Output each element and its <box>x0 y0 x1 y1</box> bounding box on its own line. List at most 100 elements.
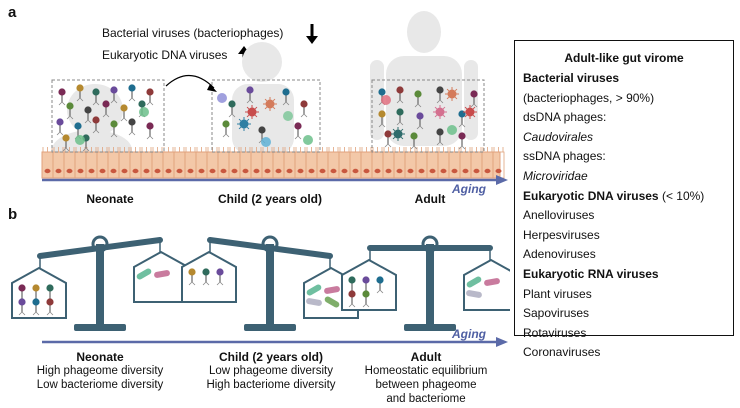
virus-particle-icon <box>303 135 313 145</box>
eukaryotic-virus-icon <box>445 87 459 101</box>
stage-desc-line: and bacteriome <box>386 393 466 405</box>
eukaryotic-virus-icon <box>433 105 447 119</box>
aging-label-b: Aging <box>452 327 486 341</box>
bacterium-icon <box>306 284 322 296</box>
bacteriome-pan <box>133 240 189 303</box>
bacteriophage-icon <box>66 102 74 120</box>
bacteriophage-icon <box>188 268 196 286</box>
bacteriophage-icon <box>216 268 224 286</box>
panel-a-illustration <box>41 11 508 185</box>
stage-label-adult-a: Adult <box>414 192 446 206</box>
aging-label-a: Aging <box>452 182 486 196</box>
balance-scale-icon <box>11 235 189 331</box>
balance-scale-icon <box>181 235 359 331</box>
virome-list-item: Bacterial viruses <box>523 71 620 85</box>
stage-block-adult-b: Adult Homeostatic equilibrium between ph… <box>356 350 496 406</box>
bacteriophage-icon <box>362 290 370 308</box>
virome-list-item: Eukaryotic DNA viruses (< 10%) <box>523 188 705 203</box>
adult-virome-summary-box: Adult-like gut virome Bacterial viruses (… <box>514 40 734 359</box>
eukaryotic-virus-icon <box>237 117 251 131</box>
down-arrow-icon <box>306 24 318 44</box>
virome-list-item: Rotaviruses <box>523 325 587 340</box>
stage-label-neonate-a: Neonate <box>86 192 134 206</box>
bacterium-icon <box>324 286 340 294</box>
bacteriophage-icon <box>102 100 110 118</box>
virome-box-title: Adult-like gut virome <box>564 51 684 65</box>
adult-silhouette-icon <box>370 11 478 146</box>
bacteriophage-icon <box>410 132 418 150</box>
bacteriophage-icon <box>46 298 54 316</box>
bacteriophage-icon <box>128 118 136 136</box>
bacteriophage-icon <box>348 290 356 308</box>
bacteriophage-icon <box>146 88 154 106</box>
aging-timeline-a <box>42 175 508 185</box>
stage-desc-line: High bacteriome diversity <box>206 379 336 391</box>
virome-list-item: Anelloviruses <box>523 208 595 223</box>
eukaryotic-virus-icon <box>245 105 259 119</box>
virus-particle-icon <box>381 95 391 105</box>
bacterium-icon <box>154 270 170 278</box>
legend-bacterial-label: Bacterial viruses (bacteriophages) <box>102 26 284 40</box>
bacteriophage-icon <box>458 132 466 150</box>
bacteriophage-icon <box>110 86 118 104</box>
virome-list-item: Caudovirales <box>523 129 594 144</box>
bacteriophage-icon <box>222 120 230 138</box>
virome-list: Bacterial viruses (bacteriophages, > 90%)… <box>515 69 733 363</box>
bacteriophage-icon <box>282 88 290 106</box>
bacteriophage-icon <box>56 118 64 136</box>
phageome-pan <box>11 256 67 319</box>
bacteriophage-icon <box>120 104 128 122</box>
bacteriophage-icon <box>294 122 302 140</box>
adult-virome-box <box>371 79 485 153</box>
virome-list-item: Microviridae <box>523 168 588 183</box>
bacteriophage-icon <box>376 276 384 294</box>
bacteriophage-icon <box>76 84 84 102</box>
bacteriome-pan <box>463 248 510 311</box>
virome-list-item: dsDNA phages: <box>523 110 607 125</box>
virus-particle-icon <box>283 111 293 121</box>
aging-timeline-b <box>42 337 508 347</box>
bacteriophage-icon <box>92 116 100 134</box>
bacteriophage-icon <box>228 100 236 118</box>
bacteriophage-icon <box>470 90 478 108</box>
virome-list-item: Plant viruses <box>523 286 592 301</box>
bacteriophage-icon <box>202 268 210 286</box>
stage-desc-line: Low phageome diversity <box>208 365 333 377</box>
virome-list-item: Sapoviruses <box>523 306 590 321</box>
bacteriophage-icon <box>396 108 404 126</box>
bacteriophage-icon <box>436 86 444 104</box>
phageome-pan <box>181 240 237 303</box>
bacteriophage-icon <box>436 128 444 146</box>
virome-list-item: Eukaryotic RNA viruses <box>523 266 659 281</box>
virus-particle-icon <box>75 135 85 145</box>
bacteriophage-icon <box>300 100 308 118</box>
bacteriophage-icon <box>92 88 100 106</box>
bacterium-icon <box>136 268 152 280</box>
virus-particle-icon <box>261 137 271 147</box>
bacteriophage-icon <box>396 86 404 104</box>
virome-list-item: Coronaviruses <box>523 345 601 360</box>
intestinal-epithelium <box>41 147 505 179</box>
virus-particle-icon <box>217 93 227 103</box>
eukaryotic-virus-icon <box>463 105 477 119</box>
virome-list-item: Herpesviruses <box>523 227 600 242</box>
legend-eukaryotic-label: Eukaryotic DNA viruses <box>102 48 228 62</box>
bacteriophage-icon <box>18 298 26 316</box>
stage-label-adult-b: Adult <box>410 350 442 364</box>
balance-scale-icon <box>341 235 510 331</box>
bacterium-icon <box>306 298 322 306</box>
bacterium-icon <box>324 296 340 308</box>
bacteriophage-icon <box>128 84 136 102</box>
bacteriophage-icon <box>32 298 40 316</box>
bacterium-icon <box>484 278 500 286</box>
neonate-virome-box <box>51 79 165 153</box>
stage-block-neonate-b: Neonate High phageome diversity Low bact… <box>30 350 170 392</box>
eukaryotic-virus-icon <box>263 97 277 111</box>
transition-arrow-icon <box>165 74 217 92</box>
virome-list-item: (bacteriophages, > 90%) <box>523 90 655 105</box>
bacteriophage-icon <box>84 106 92 124</box>
phageome-pan <box>341 248 397 311</box>
panel-b-illustration <box>11 235 510 347</box>
stage-label-child-b: Child (2 years old) <box>218 350 324 364</box>
virus-particle-icon <box>139 107 149 117</box>
